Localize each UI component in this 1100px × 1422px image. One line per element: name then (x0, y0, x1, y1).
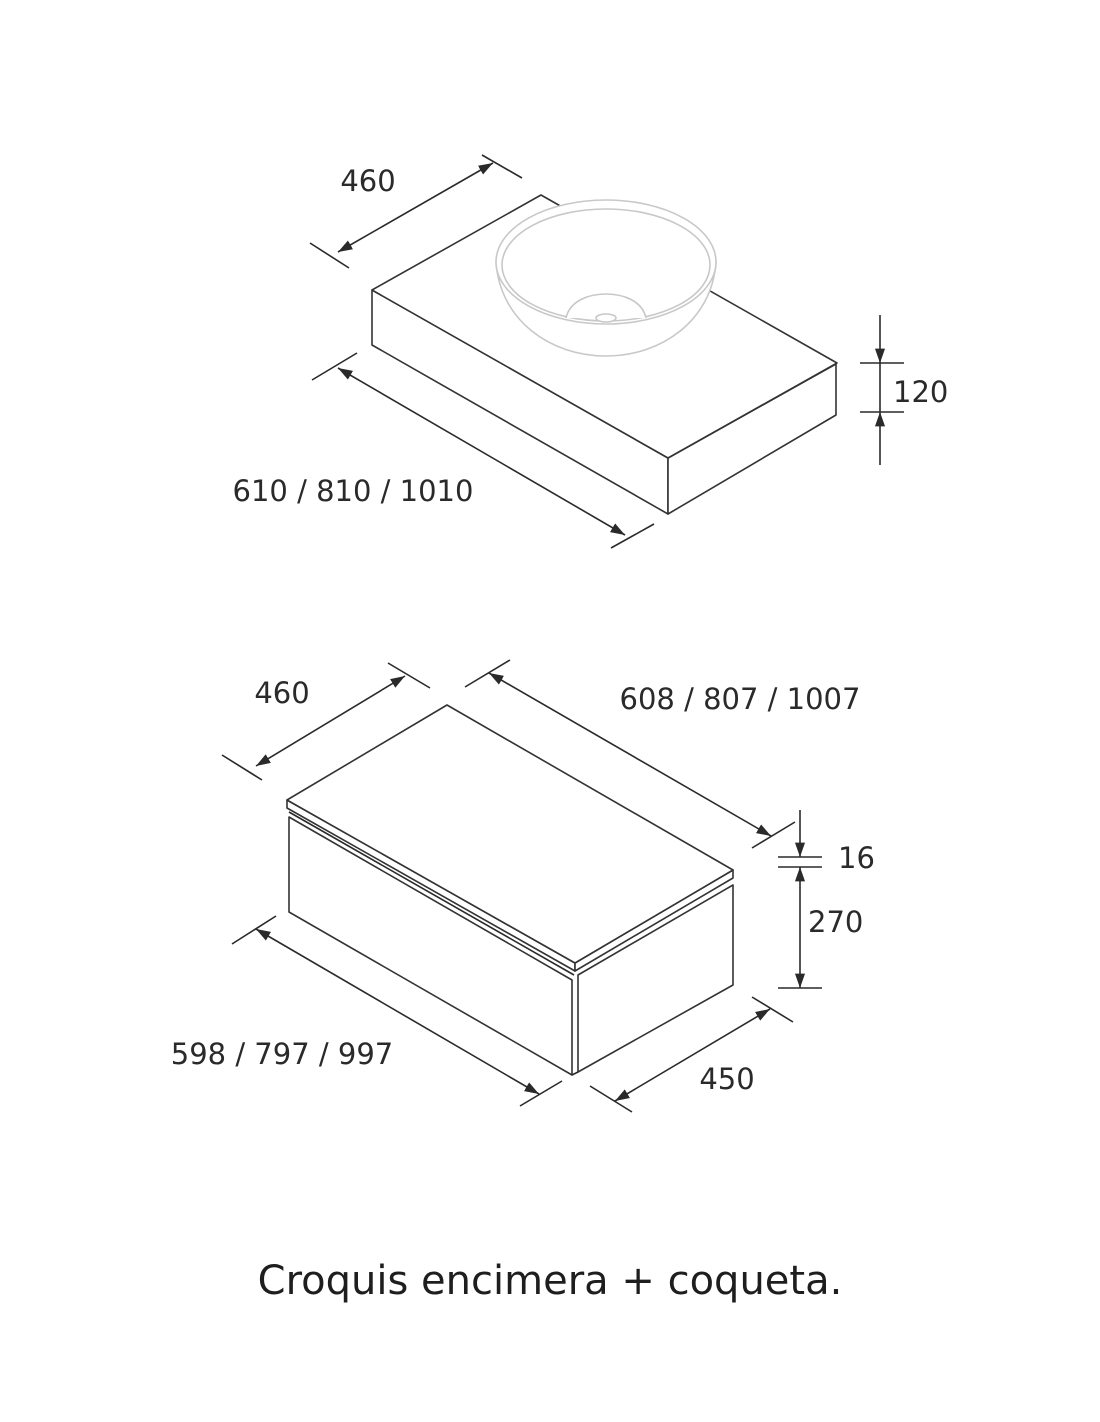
dimension-label: 270 (808, 905, 863, 939)
dimension-label: 460 (254, 676, 309, 710)
dimension-label: 16 (838, 841, 875, 875)
dimension-height-top: 120 (860, 315, 948, 465)
dimension-width-top: 610 / 810 / 1010 (233, 352, 655, 549)
dimension-label: 460 (340, 164, 395, 198)
dimension-label: 450 (699, 1062, 754, 1096)
dimension-body-depth-bottom: 450 (589, 996, 794, 1113)
dimension-depth-top: 460 (309, 154, 523, 269)
dimension-heights-bottom: 16 270 (778, 810, 875, 989)
dimension-body-width-bottom: 598 / 797 / 997 (171, 915, 563, 1107)
dimension-label: 598 / 797 / 997 (171, 1037, 393, 1071)
dimension-top-width-bottom: 608 / 807 / 1007 (464, 659, 861, 849)
vanity-cabinet (286, 704, 734, 1076)
dimension-label: 610 / 810 / 1010 (233, 474, 474, 508)
caption: Croquis encimera + coqueta. (258, 1258, 843, 1304)
dimension-depth-bottom: 460 (221, 662, 431, 781)
dimension-label: 120 (893, 375, 948, 409)
dimension-label: 608 / 807 / 1007 (620, 682, 861, 716)
vessel-basin (495, 199, 717, 357)
